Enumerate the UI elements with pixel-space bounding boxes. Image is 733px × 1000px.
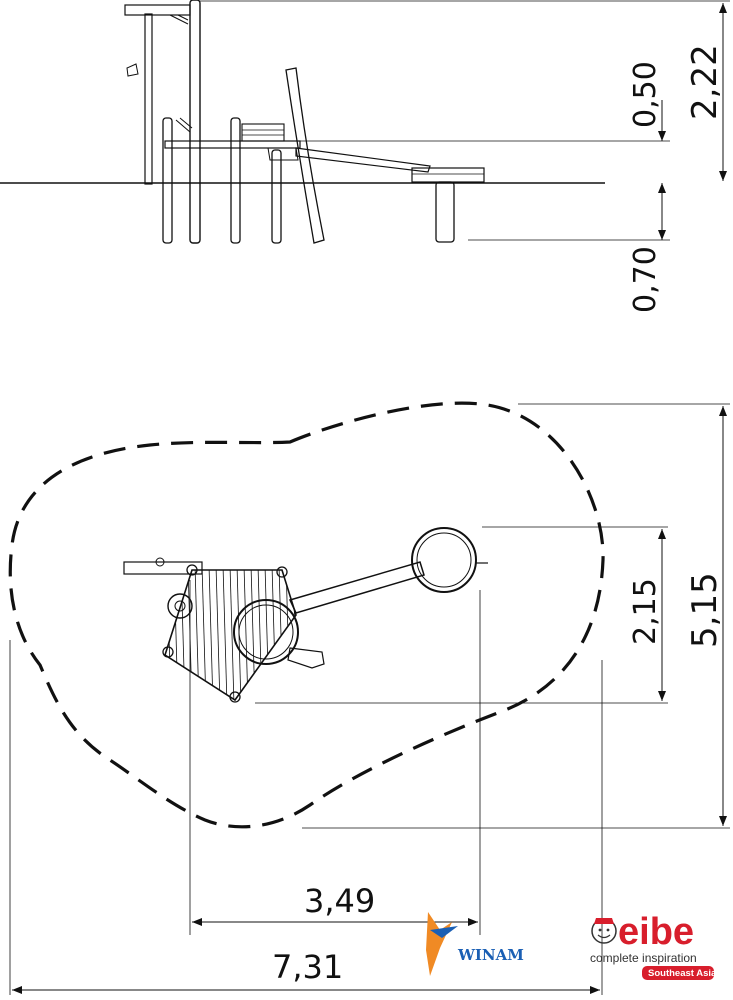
hatch-line <box>285 570 291 700</box>
hatch-line <box>194 570 200 700</box>
hatch-line <box>271 570 277 700</box>
curved-post <box>285 67 325 244</box>
hatch-line <box>201 570 207 700</box>
eibe-region: Southeast Asia <box>648 968 717 979</box>
top-bracket-brace <box>169 14 189 25</box>
hatch-line <box>229 570 235 700</box>
winam-wordmark: WINAM <box>457 946 524 964</box>
safety-zone-outline <box>8 401 605 829</box>
left-leg <box>162 117 173 244</box>
hatch-line <box>215 570 221 700</box>
hatch-line <box>160 565 164 705</box>
platform-under <box>267 147 299 161</box>
gear-side <box>175 117 193 133</box>
side-view: 2,22 0,50 0,70 <box>0 0 730 313</box>
middle-leg <box>230 117 241 244</box>
hatch-line <box>173 570 179 700</box>
eibe-wordmark: eibe <box>618 911 694 953</box>
gear-icon <box>167 593 193 619</box>
hatch-line <box>264 570 270 700</box>
left-arm <box>123 561 203 575</box>
hatch-line <box>243 570 249 700</box>
platform-step <box>241 123 285 142</box>
dim-safety-depth: 5,15 <box>685 572 725 648</box>
hatch-line <box>180 570 186 700</box>
winam-logo: WINAM <box>426 912 524 976</box>
eibe-region-badge <box>642 966 714 980</box>
hatch-line <box>166 570 172 700</box>
platform-deck <box>164 140 301 149</box>
pentagon-platform <box>164 569 297 702</box>
sloped-bridge <box>295 147 431 173</box>
small-handle <box>126 63 139 77</box>
round-platform-large <box>233 599 299 665</box>
inner-post <box>144 13 153 185</box>
back-post <box>189 0 201 244</box>
end-post <box>435 181 455 243</box>
front-leg <box>271 149 282 244</box>
top-handle <box>287 647 325 669</box>
hatch-line <box>292 570 296 700</box>
eibe-logo: eibe complete inspiration Southeast Asia <box>590 911 717 980</box>
hatch-line <box>250 570 256 700</box>
dim-platform-height: 0,50 <box>628 61 663 128</box>
hatch-line <box>208 570 214 700</box>
top-view: 5,15 2,15 3,49 7,31 <box>8 401 730 995</box>
end-platform <box>411 167 485 183</box>
hatch-line <box>300 565 304 705</box>
eibe-tagline: complete inspiration <box>590 951 697 965</box>
top-bracket <box>124 4 191 16</box>
dim-equipment-width: 3,49 <box>304 882 375 920</box>
dim-foundation-depth: 0,70 <box>628 246 663 313</box>
hatch-line <box>257 570 263 700</box>
dim-equipment-depth: 2,15 <box>628 578 663 645</box>
round-platform-end <box>411 527 477 593</box>
dim-safety-width: 7,31 <box>272 948 343 986</box>
dim-height-total: 2,22 <box>685 44 725 120</box>
top-bridge-bar <box>288 561 425 614</box>
hatch-line <box>222 570 228 700</box>
